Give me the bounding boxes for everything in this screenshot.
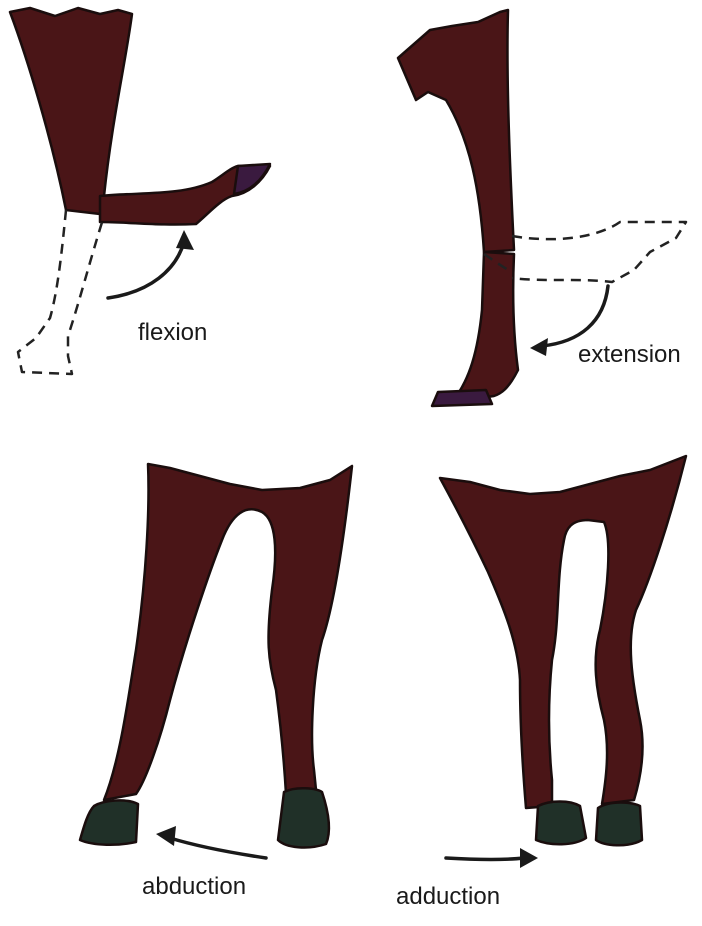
abduction-right-hoof [278, 788, 329, 847]
adduction-panel: adduction [396, 456, 686, 910]
adduction-arrow [446, 858, 524, 860]
extension-dashed-leg [512, 222, 686, 282]
abduction-left-hoof [80, 800, 138, 844]
adduction-legs [440, 456, 686, 808]
extension-arrow [542, 286, 608, 346]
extension-upper-leg [398, 10, 514, 252]
adduction-label: adduction [396, 883, 500, 910]
flexion-dashed-leg [18, 210, 104, 374]
flexion-panel: flexion [10, 8, 270, 374]
abduction-label: abduction [142, 873, 246, 900]
adduction-arrowhead [520, 848, 538, 868]
extension-hoof [432, 390, 492, 406]
flexion-hoof [234, 164, 270, 194]
abduction-panel: abduction [80, 464, 352, 900]
adduction-left-hoof [536, 802, 586, 845]
abduction-arrowhead [156, 826, 176, 846]
flexion-upper-leg [10, 8, 132, 214]
flexion-label: flexion [138, 319, 207, 346]
extension-panel: extension [398, 10, 686, 406]
abduction-legs [104, 464, 352, 800]
extension-arrowhead [530, 338, 548, 356]
extension-label: extension [578, 341, 681, 368]
flexion-arrow [108, 242, 184, 298]
adduction-right-hoof [596, 803, 642, 846]
extension-lower-leg [452, 252, 518, 402]
flexion-arrowhead [176, 230, 194, 250]
abduction-arrow [170, 838, 266, 858]
